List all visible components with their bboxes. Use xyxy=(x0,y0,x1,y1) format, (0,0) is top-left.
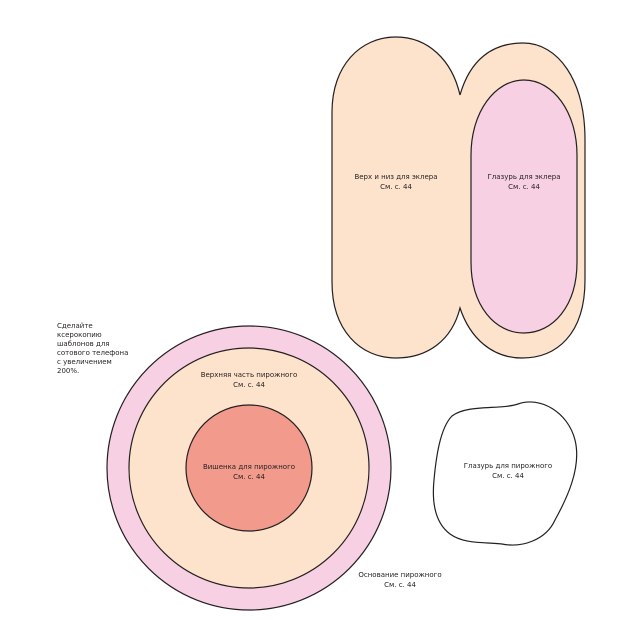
label-page-ref: См. с. 44 xyxy=(380,183,412,191)
label-title: Основание пирожного xyxy=(358,571,442,579)
note-line: шаблонов для xyxy=(57,340,110,348)
label-title: Вишенка для пирожного xyxy=(202,463,296,471)
label-cake-base: Основание пирожного См. с. 44 xyxy=(345,570,455,590)
cake-peak-shape xyxy=(185,404,313,532)
label-page-ref: См. с. 44 xyxy=(233,473,265,481)
label-title: Глазурь для эклера xyxy=(487,173,561,181)
label-cake-top: Верхняя часть пирожного См. с. 44 xyxy=(189,370,309,390)
label-eclair-top-bottom: Верх и низ для эклера См. с. 44 xyxy=(341,172,451,192)
instruction-note: Сделайте ксерокопию шаблонов для сотовог… xyxy=(57,322,137,376)
label-eclair-glaze: Глазурь для эклера См. с. 44 xyxy=(474,172,574,192)
label-cake-peak: Вишенка для пирожного См. с. 44 xyxy=(194,462,304,482)
label-title: Верх и низ для эклера xyxy=(354,173,438,181)
label-page-ref: См. с. 44 xyxy=(508,183,540,191)
note-line: сотового телефона xyxy=(57,349,129,357)
label-title: Верхняя часть пирожного xyxy=(200,371,298,379)
note-line: ксерокопию xyxy=(57,331,102,339)
label-page-ref: См. с. 44 xyxy=(492,472,524,480)
note-line: с увеличением xyxy=(57,358,112,366)
label-cake-glaze: Глазурь для пирожного См. с. 44 xyxy=(453,461,563,481)
label-page-ref: См. с. 44 xyxy=(233,381,265,389)
note-line: Сделайте xyxy=(57,322,93,330)
label-page-ref: См. с. 44 xyxy=(384,581,416,589)
note-line: 200%. xyxy=(57,367,80,375)
label-title: Глазурь для пирожного xyxy=(463,462,553,470)
eclair-glaze-shape xyxy=(470,79,578,334)
cake-glaze-shape xyxy=(432,401,578,546)
